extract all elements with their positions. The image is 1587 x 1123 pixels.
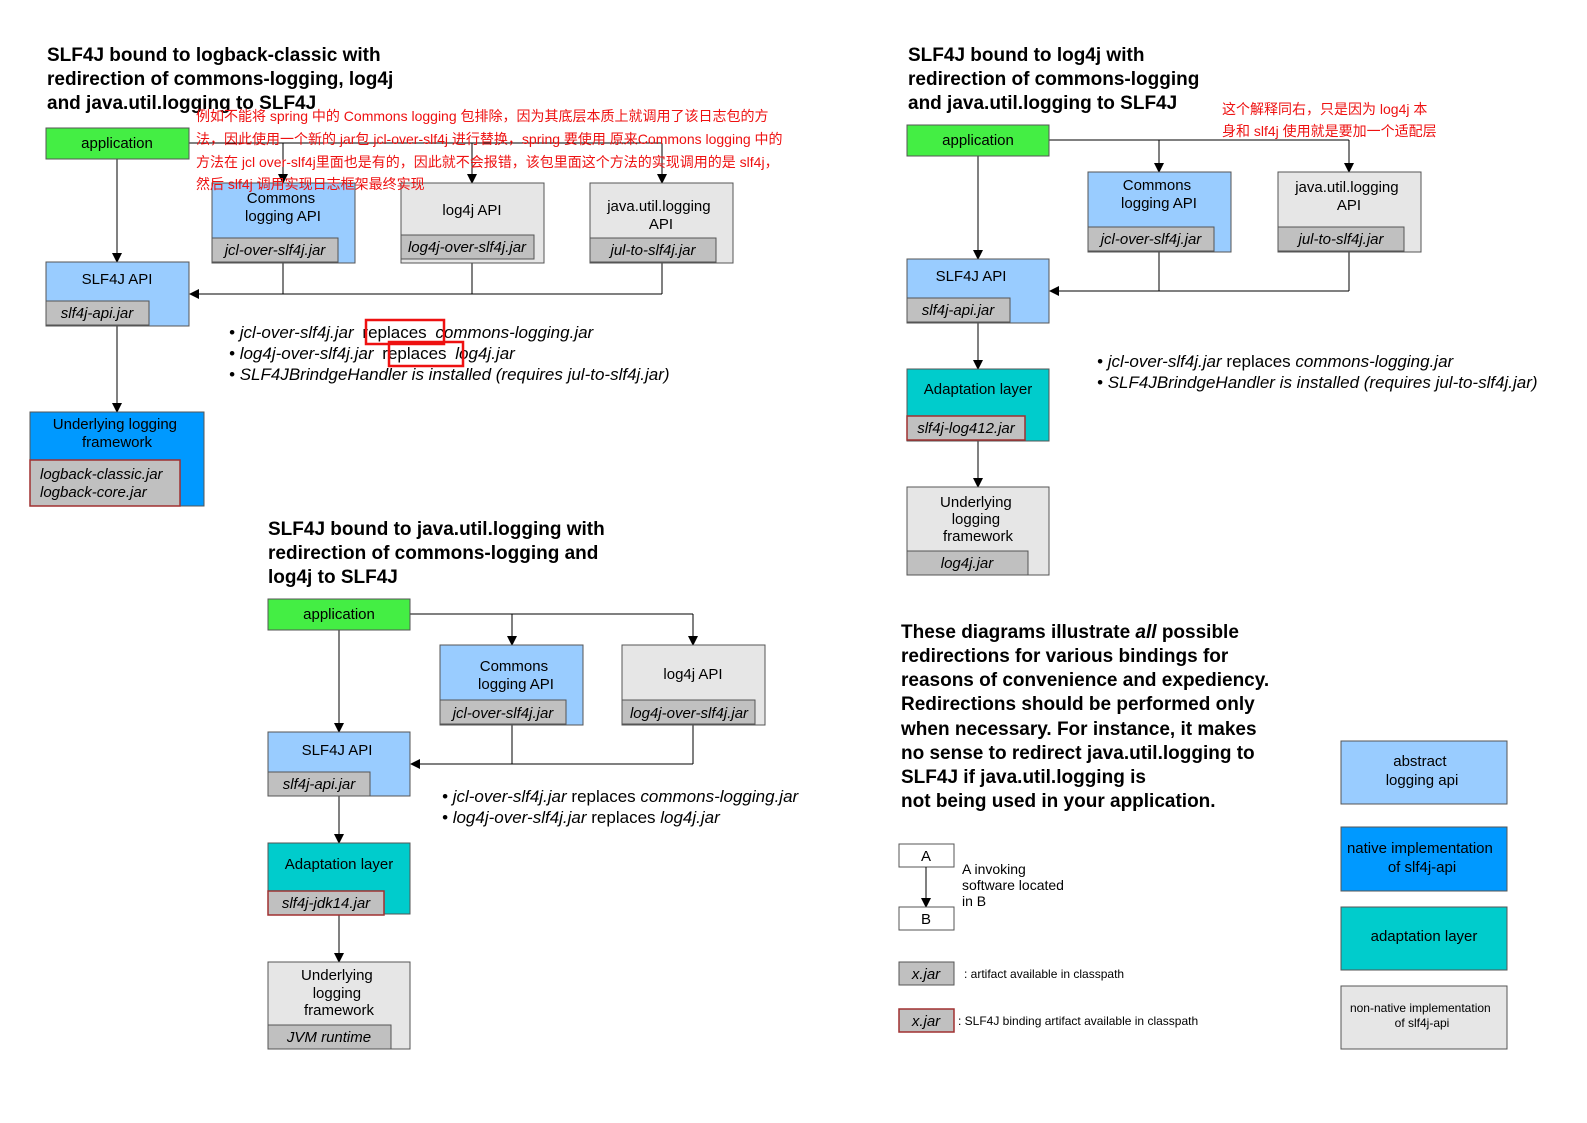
diagram1-underlying-jars-label: logback-classic.jar logback-core.jar: [40, 466, 167, 501]
legend-jar-label: x.jar: [911, 966, 941, 983]
diagram2-slf4j-label: SLF4J API: [936, 268, 1007, 285]
diagram2-commons-jar-label: jcl-over-slf4j.jar: [1099, 231, 1203, 248]
legend-native-box: [1340, 826, 1508, 892]
diagram3-commons-label: Commons logging API: [478, 658, 554, 693]
diagram3-log4j-jar: [621, 699, 756, 725]
diagram1-jul-jar-label: jul-to-slf4j.jar: [608, 242, 696, 259]
diagram1-slf4j-jar: [45, 300, 150, 326]
diagram3-title: SLF4J bound to java.util.logging with re…: [268, 519, 610, 588]
diagram2-bullet-1: • jcl-over-slf4j.jar replaces commons-lo…: [1097, 352, 1455, 371]
diagram2-jul-label: java.util.logging API: [1294, 179, 1403, 214]
diagram1-highlight-replaces-2: [387, 340, 465, 368]
diagram1-slf4j-jar-label: slf4j-api.jar: [61, 305, 135, 322]
explanatory-note: These diagrams illustrate all possible r…: [900, 622, 1274, 812]
diagram1-connectors: [112, 142, 667, 413]
diagram2-adaptation-jar-label: slf4j-log412.jar: [917, 420, 1016, 437]
diagram3-slf4j-jar: [267, 771, 371, 797]
diagram-log4j: SLF4J bound to log4j with redirection of…: [906, 45, 1538, 576]
diagram2-bullet-2: • SLF4JBrindgeHandler is installed (requ…: [1097, 373, 1538, 392]
diagram3-commons-jar: [439, 699, 567, 725]
diagram2-title: SLF4J bound to log4j with redirection of…: [908, 45, 1205, 114]
diagram-jul: SLF4J bound to java.util.logging with re…: [267, 519, 800, 1050]
diagram2-jul-jar-label: jul-to-slf4j.jar: [1296, 231, 1384, 248]
diagram2-underlying-label: Underlying logging framework: [940, 494, 1016, 545]
legend-a-label: A: [921, 848, 931, 865]
legend-b-box: [898, 906, 955, 931]
diagram2-annotation: 这个解释同右，只是因为 log4j 本 身和 slf4j 使用就是要加一个适配层: [1222, 101, 1437, 139]
diagram1-jul-jar: [589, 237, 717, 263]
diagram3-adaptation-label: Adaptation layer: [285, 856, 393, 873]
diagram3-underlying-jar: [267, 1024, 392, 1050]
diagram3-adaptation-jar-label: slf4j-jdk14.jar: [282, 895, 371, 912]
legend-native-label: native implementation of slf4j-api: [1347, 840, 1497, 876]
diagram2-connectors: [973, 139, 1354, 488]
diagram1-title: SLF4J bound to logback-classic with redi…: [47, 45, 399, 114]
diagram3-underlying-label: Underlying logging framework: [301, 967, 377, 1019]
legend-jar-desc: : artifact available in classpath: [964, 967, 1124, 981]
diagram1-commons-jar: [211, 237, 339, 263]
diagram2-underlying-jar-label: log4j.jar: [941, 555, 995, 572]
diagram3-underlying-jar-label: JVM runtime: [286, 1029, 371, 1046]
diagram3-log4j-label: log4j API: [663, 666, 722, 683]
diagram3-adaptation-jar: [267, 890, 385, 916]
diagram3-bullets: • jcl-over-slf4j.jar replaces commons-lo…: [442, 787, 800, 827]
legend-abstract-box: [1340, 740, 1508, 805]
diagram3-slf4j-jar-label: slf4j-api.jar: [283, 776, 357, 793]
diagram1-log4j-label: log4j API: [442, 202, 501, 219]
diagram3-application-box: [267, 598, 411, 631]
diagram3-bullet-1: • jcl-over-slf4j.jar replaces commons-lo…: [442, 787, 800, 806]
diagram1-bullets: • jcl-over-slf4j.jar replaces commons-lo…: [229, 318, 670, 384]
diagram1-underlying-label: Underlying logging framework: [53, 416, 181, 451]
legend-b-label: B: [921, 911, 931, 928]
legend-abstract-label: abstract logging api: [1386, 753, 1459, 789]
diagram1-slf4j-label: SLF4J API: [82, 271, 153, 288]
legend-adaptation-label: adaptation layer: [1371, 928, 1478, 945]
diagram1-highlight-replaces-1: [364, 318, 446, 346]
legend-invoke-desc: A invoking software located in B: [962, 861, 1068, 909]
diagram2-adaptation-jar: [906, 415, 1026, 441]
legend-nonnative-label: non-native implementation of slf4j-api: [1350, 1001, 1494, 1030]
diagram3-connectors: [334, 613, 698, 963]
diagram2-commons-jar: [1087, 226, 1215, 252]
diagram3-application-label: application: [303, 606, 375, 623]
diagram2-adaptation-label: Adaptation layer: [924, 381, 1032, 398]
legend-adaptation-box: [1340, 906, 1508, 971]
diagram1-bullet-3: • SLF4JBrindgeHandler is installed (requ…: [229, 365, 670, 384]
diagram3-bullet-2: • log4j-over-slf4j.jar replaces log4j.ja…: [442, 808, 721, 827]
diagram1-bullet-1: • jcl-over-slf4j.jar replaces commons-lo…: [229, 323, 595, 342]
diagram1-annotation: 例如不能将 spring 中的 Commons logging 包排除，因为其底…: [196, 108, 786, 192]
legend-jar-box: [898, 961, 955, 986]
legend-binding-desc: : SLF4J binding artifact available in cl…: [958, 1014, 1198, 1028]
diagram3-commons-jar-label: jcl-over-slf4j.jar: [451, 705, 555, 722]
diagram1-application-box: [45, 127, 190, 160]
legend-binding-jar-label: x.jar: [911, 1013, 941, 1030]
diagram1-bullet-2: • log4j-over-slf4j.jar replaces log4j.ja…: [229, 344, 516, 363]
legend-binding-jar-box: [898, 1008, 955, 1033]
diagram2-underlying-jar: [906, 550, 1029, 576]
legend-nonnative-box: [1340, 985, 1508, 1050]
diagram2-slf4j-jar: [906, 297, 1011, 323]
diagram2-application-label: application: [942, 132, 1014, 149]
diagram2-commons-label: Commons logging API: [1121, 177, 1197, 212]
diagram2-application-box: [906, 124, 1050, 157]
diagram1-log4j-jar: [400, 234, 535, 260]
diagram2-jul-jar: [1277, 226, 1405, 252]
diagram1-application-label: application: [81, 135, 153, 152]
legend: A B A invoking software located in B x.j…: [898, 740, 1508, 1050]
diagram2-bullets: • jcl-over-slf4j.jar replaces commons-lo…: [1097, 352, 1538, 392]
diagram3-slf4j-label: SLF4J API: [302, 742, 373, 759]
diagram2-slf4j-jar-label: slf4j-api.jar: [922, 302, 996, 319]
diagram1-underlying-jars: [29, 459, 181, 507]
diagram3-log4j-jar-label: log4j-over-slf4j.jar: [630, 705, 749, 722]
diagram1-commons-label: Commons logging API: [245, 190, 321, 225]
diagram1-jul-label: java.util.logging API: [606, 198, 715, 233]
diagram1-log4j-jar-label: log4j-over-slf4j.jar: [408, 239, 527, 256]
diagram-logback: SLF4J bound to logback-classic with redi…: [29, 45, 786, 507]
diagram1-commons-jar-label: jcl-over-slf4j.jar: [223, 242, 327, 259]
